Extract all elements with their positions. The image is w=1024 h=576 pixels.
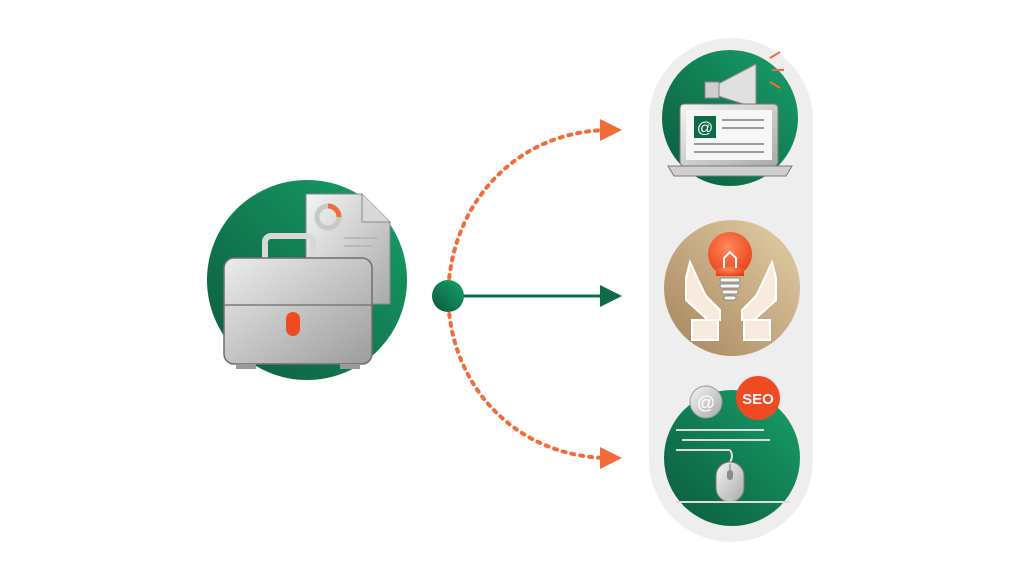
connector-origin-dot [432, 280, 464, 312]
curved-dotted-arrow-bottom [446, 294, 612, 460]
arrowhead-top [600, 119, 622, 141]
email-at-symbol: @ [697, 120, 713, 137]
seo-mouse-icon: @ SEO [664, 376, 800, 526]
left-hand [685, 258, 721, 321]
seo-badge [736, 376, 780, 420]
briefcase-with-report-icon [207, 180, 407, 380]
connectors [432, 119, 622, 469]
right-hand [741, 258, 777, 321]
arrowhead-bottom [600, 447, 622, 469]
seo-badge-label: SEO [742, 391, 774, 408]
laptop-email-megaphone-icon: @ [662, 50, 798, 186]
arrowhead-middle [600, 285, 622, 307]
at-bubble [689, 385, 723, 419]
curved-dotted-arrow-top [446, 128, 612, 298]
seo-email-at-symbol: @ [697, 393, 715, 413]
lightbulb-in-hands-icon [664, 220, 800, 356]
